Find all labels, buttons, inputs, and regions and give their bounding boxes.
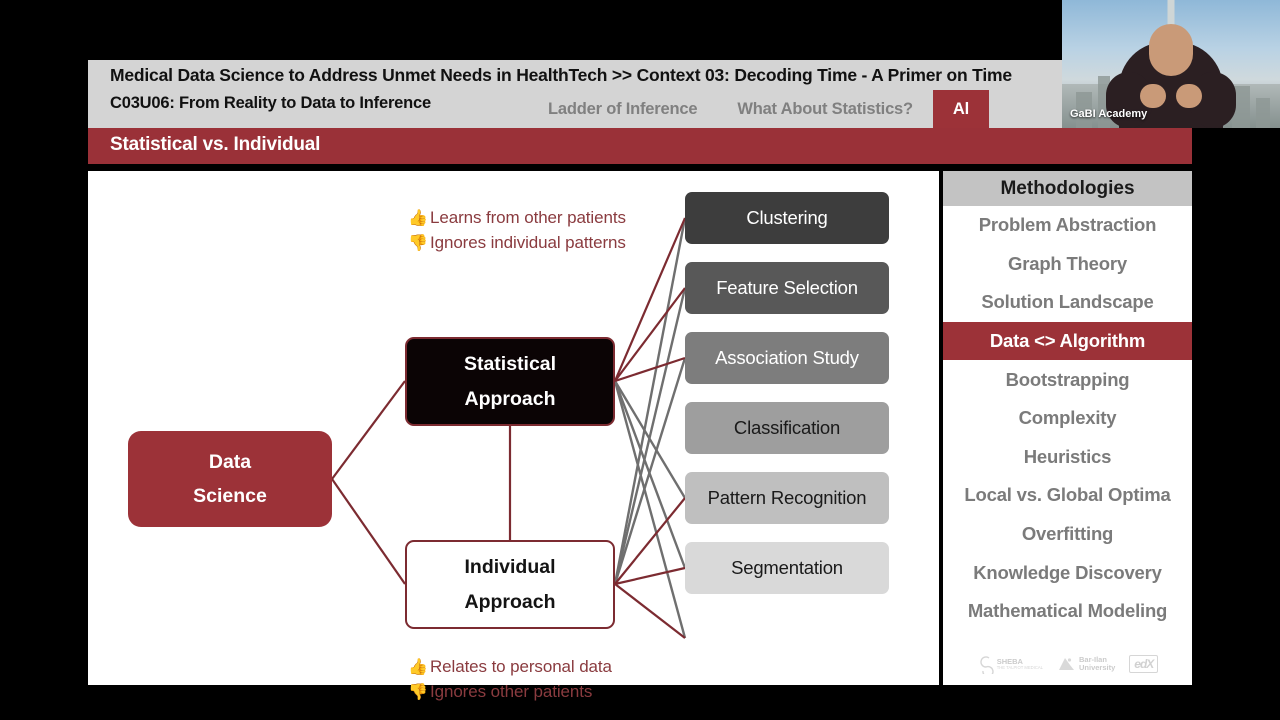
methodology-item-bootstrapping[interactable]: Bootstrapping — [1005, 368, 1130, 390]
methodology-item-heuristics[interactable]: Heuristics — [1023, 445, 1112, 467]
annotation-ignores-other-patients: 👎Ignores other patients — [408, 682, 592, 702]
unit-title: C03U06: From Reality to Data to Inferenc… — [110, 94, 431, 112]
method-box-clustering[interactable]: Clustering — [685, 192, 889, 244]
node-data-science-line1: Data — [208, 450, 252, 473]
method-box-classification[interactable]: Classification — [685, 402, 889, 454]
pole-icon — [1167, 0, 1175, 40]
diagram-canvas: Data Science Statistical Approach Indivi… — [88, 171, 939, 701]
sheba-logo-text: SHEBA — [996, 656, 1023, 666]
annotation-text: Ignores other patients — [430, 682, 593, 701]
node-statistical-approach[interactable]: Statistical Approach — [405, 337, 615, 426]
methodology-item-data-algorithm[interactable]: Data <> Algorithm — [943, 321, 1192, 361]
presenter-hand-right — [1176, 84, 1202, 108]
divider — [88, 164, 1192, 171]
node-data-science-line2: Science — [193, 485, 267, 507]
tab-what-about-statistics[interactable]: What About Statistics? — [737, 99, 913, 118]
node-individual-line1: Individual — [464, 556, 556, 579]
presenter-hand-left — [1140, 84, 1166, 108]
breadcrumb: Medical Data Science to Address Unmet Ne… — [110, 65, 1012, 85]
node-individual-approach[interactable]: Individual Approach — [405, 540, 615, 629]
annotation-text: Ignores individual patterns — [430, 233, 626, 252]
method-box-segmentation[interactable]: Segmentation — [685, 542, 889, 594]
page-title: Statistical vs. Individual — [110, 134, 321, 155]
bar-ilan-logo: Bar-Ilan University — [1057, 655, 1115, 673]
slide-header: Medical Data Science to Address Unmet Ne… — [88, 60, 1192, 128]
tab-algorithms[interactable]: Al — [932, 90, 990, 128]
annotation-text: Learns from other patients — [430, 208, 626, 227]
thumbs-up-icon: 👍 — [408, 659, 428, 676]
bar-ilan-logo-text: Bar-Ilan — [1079, 655, 1107, 665]
annotation-relates-to-personal-data: 👍Relates to personal data — [408, 657, 612, 677]
building-icon — [1076, 92, 1092, 128]
method-box-feature-selection[interactable]: Feature Selection — [685, 262, 889, 314]
methodology-item-complexity[interactable]: Complexity — [1018, 407, 1117, 429]
node-data-science[interactable]: Data Science — [128, 431, 332, 527]
building-icon — [1256, 98, 1270, 128]
sheba-logo: SHEBA THE TALPIOT MEDICAL — [977, 654, 1043, 674]
thumbs-down-icon: 👎 — [408, 235, 428, 252]
methodology-item-mathematical-modeling[interactable]: Mathematical Modeling — [967, 600, 1168, 622]
methodology-item-graph-theory[interactable]: Graph Theory — [1008, 252, 1127, 274]
sheba-mark-icon — [980, 656, 994, 674]
methodology-item-solution-landscape[interactable]: Solution Landscape — [981, 291, 1154, 313]
methodology-item-overfitting[interactable]: Overfitting — [1021, 523, 1114, 545]
edx-logo: edX — [1129, 655, 1159, 673]
slide-title-bar: Statistical vs. Individual — [88, 128, 1192, 164]
slide: Medical Data Science to Address Unmet Ne… — [88, 60, 1192, 701]
sheba-logo-sub: THE TALPIOT MEDICAL — [996, 665, 1043, 671]
methodology-item-knowledge-discovery[interactable]: Knowledge Discovery — [973, 561, 1162, 583]
connector-lines — [331, 217, 687, 639]
building-icon — [1232, 86, 1250, 128]
methodology-item-local-vs-global-optima[interactable]: Local vs. Global Optima — [964, 484, 1171, 506]
thumbs-down-icon: 👎 — [408, 684, 428, 701]
annotation-ignores-individual-patterns: 👎Ignores individual patterns — [408, 233, 626, 253]
tab-ladder-of-inference[interactable]: Ladder of Inference — [548, 99, 698, 118]
annotation-text: Relates to personal data — [430, 657, 612, 676]
node-statistical-line1: Statistical — [463, 353, 557, 376]
node-statistical-line2: Approach — [464, 387, 556, 410]
webcam-overlay[interactable]: GaBI Academy — [1062, 0, 1280, 128]
method-box-association-study[interactable]: Association Study — [685, 332, 889, 384]
header-tabs: Ladder of Inference What About Statistic… — [528, 90, 990, 128]
logo-strip: SHEBA THE TALPIOT MEDICAL Bar-Ilan Unive… — [943, 647, 1192, 681]
webcam-label: GaBI Academy — [1070, 108, 1148, 120]
thumbs-up-icon: 👍 — [408, 210, 428, 227]
presenter-head — [1149, 24, 1193, 76]
methodology-item-problem-abstraction[interactable]: Problem Abstraction — [978, 214, 1157, 236]
method-box-pattern-recognition[interactable]: Pattern Recognition — [685, 472, 889, 524]
bar-ilan-mark-icon — [1059, 658, 1074, 670]
annotation-learns-from-other-patients: 👍Learns from other patients — [408, 208, 626, 228]
bar-ilan-logo-sub: University — [1079, 663, 1116, 672]
methodologies-heading: Methodologies — [943, 171, 1192, 206]
node-individual-line2: Approach — [464, 590, 556, 613]
